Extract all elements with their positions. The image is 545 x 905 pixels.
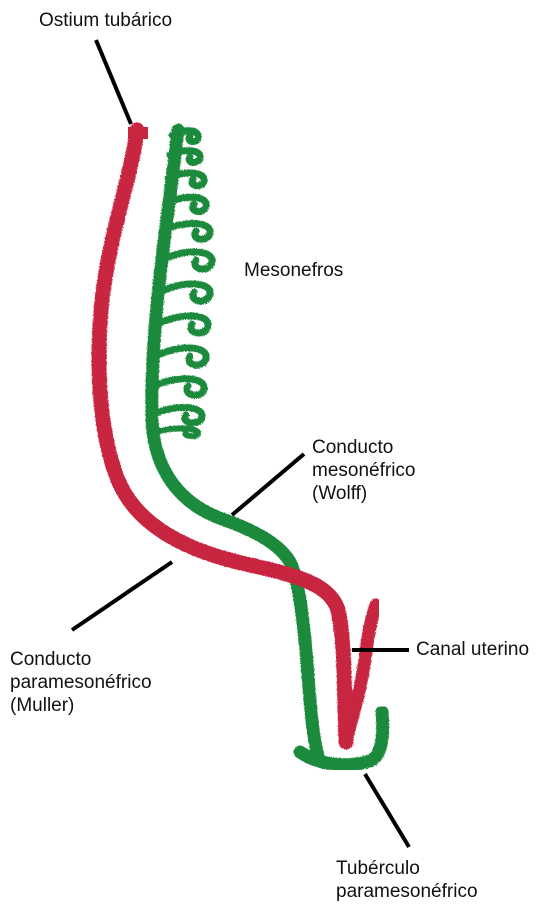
label-line: paramesonéfrico bbox=[336, 880, 478, 903]
label-tuberculo-paramesonefrico: Tubérculo paramesonéfrico bbox=[336, 857, 478, 903]
mesonephric-tubule bbox=[160, 284, 210, 301]
label-canal-uterino: Canal uterino bbox=[416, 638, 529, 661]
tuberculo-leader-line bbox=[365, 774, 409, 847]
label-line: Tubérculo bbox=[336, 857, 478, 880]
mesonephric-tubule bbox=[154, 408, 202, 423]
label-line: (Muller) bbox=[10, 694, 152, 717]
label-conducto-mesonefrico: Conducto mesonéfrico (Wolff) bbox=[312, 436, 416, 505]
label-line: paramesonéfrico bbox=[10, 671, 152, 694]
wolff-leader-line bbox=[232, 454, 304, 515]
label-line: Conducto bbox=[312, 436, 416, 459]
mesonephric-tubule bbox=[156, 348, 206, 365]
label-conducto-paramesonefrico: Conducto paramesonéfrico (Muller) bbox=[10, 648, 152, 717]
label-line: Conducto bbox=[10, 648, 152, 671]
ostium-leader-line bbox=[96, 40, 131, 124]
label-mesonefros: Mesonefros bbox=[244, 259, 343, 282]
label-line: mesonéfrico bbox=[312, 459, 416, 482]
label-ostium-tubarico: Ostium tubárico bbox=[39, 9, 172, 32]
mesonephric-tubule bbox=[156, 428, 198, 436]
label-line: (Wolff) bbox=[312, 482, 416, 505]
mesonephric-tubule bbox=[158, 316, 208, 333]
mesonephric-tubule bbox=[162, 252, 212, 269]
ostium-tubaric-end bbox=[128, 127, 148, 139]
muller-leader-line bbox=[72, 562, 172, 630]
mesonephric-tubule bbox=[154, 379, 204, 395]
